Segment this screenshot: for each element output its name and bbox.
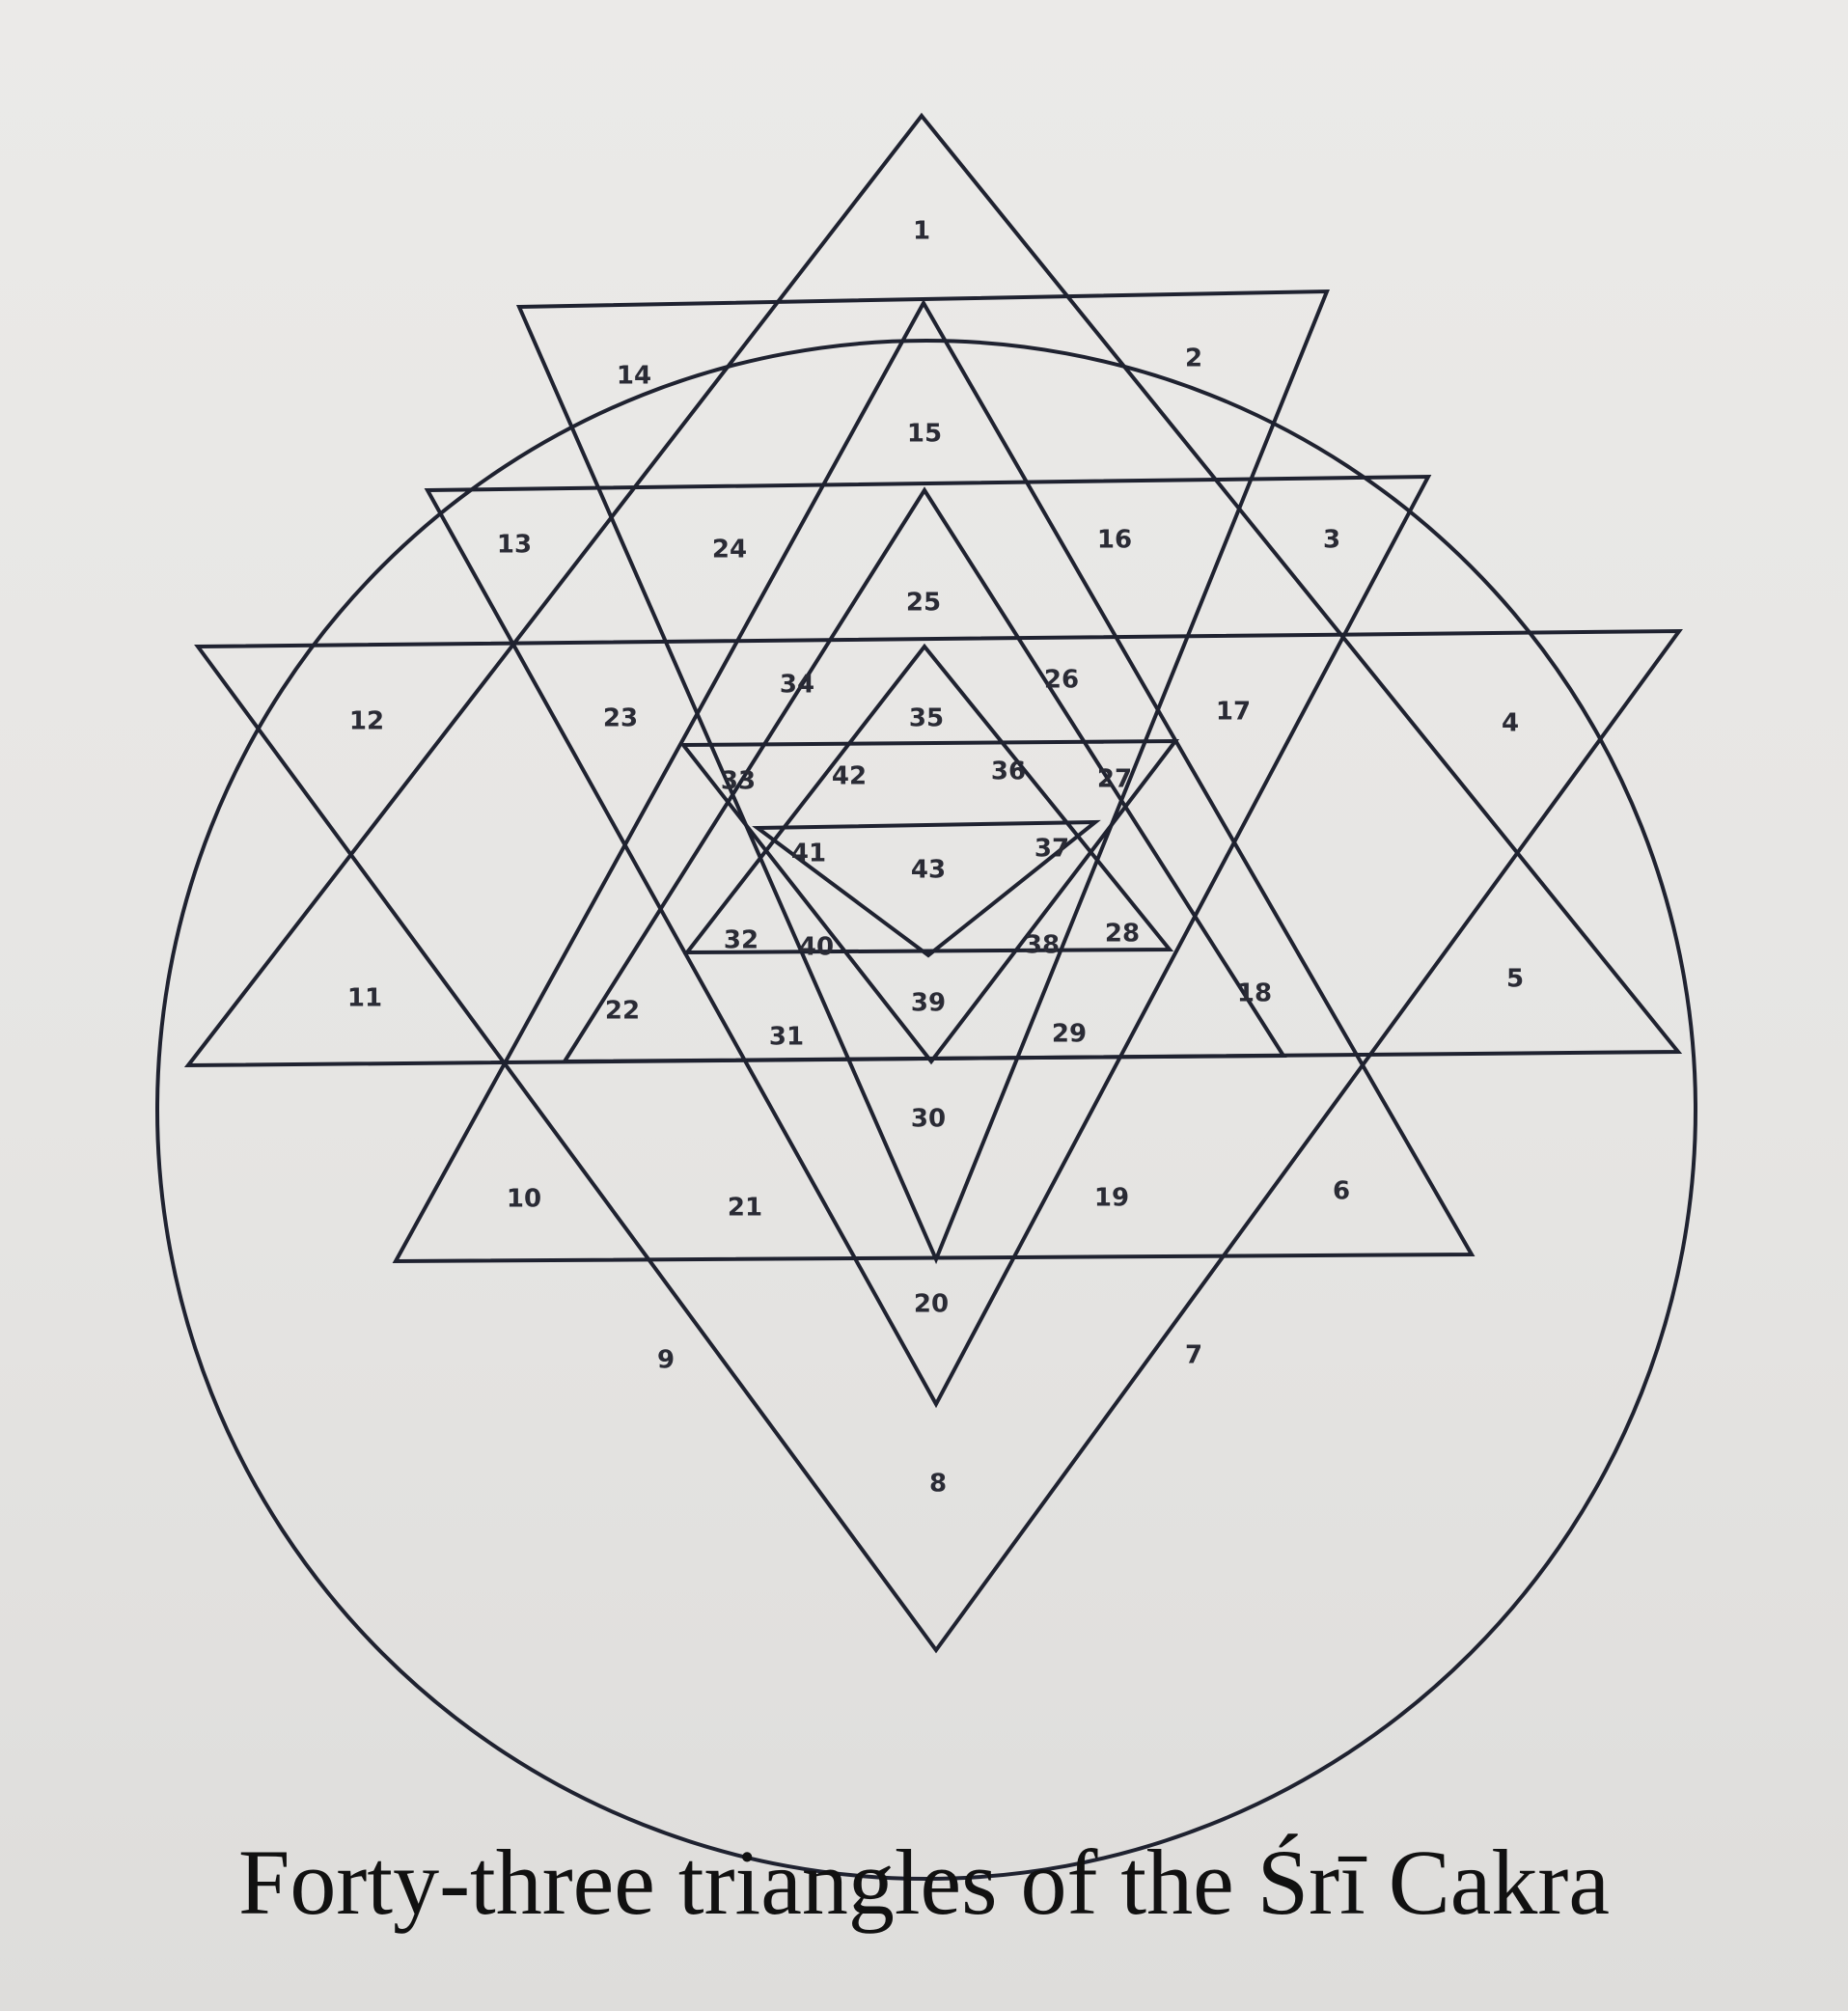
triangle-label-19: 19 (1094, 1184, 1129, 1213)
triangle-label-42: 42 (832, 762, 867, 791)
triangle-label-25: 25 (906, 589, 941, 618)
triangle-label-28: 28 (1105, 920, 1140, 949)
triangle-label-18: 18 (1237, 979, 1272, 1008)
triangle-label-14: 14 (617, 362, 651, 391)
triangle-downward-4 (678, 738, 1180, 1065)
triangle-label-32: 32 (724, 926, 759, 955)
triangle-label-12: 12 (349, 707, 384, 736)
triangle-label-8: 8 (929, 1470, 947, 1499)
triangle-label-21: 21 (728, 1194, 762, 1223)
outer-circle (155, 339, 1697, 1881)
triangle-label-30: 30 (911, 1105, 946, 1134)
triangle-label-33: 33 (721, 767, 756, 796)
triangle-label-22: 22 (605, 997, 640, 1026)
triangle-label-39: 39 (911, 989, 946, 1018)
triangle-label-29: 29 (1052, 1020, 1087, 1049)
triangle-label-13: 13 (497, 531, 532, 560)
triangle-label-15: 15 (907, 420, 942, 449)
triangle-label-9: 9 (657, 1346, 675, 1375)
triangle-label-40: 40 (799, 933, 834, 962)
triangle-label-41: 41 (791, 840, 826, 868)
triangle-label-36: 36 (991, 758, 1026, 786)
triangle-label-1: 1 (913, 217, 930, 246)
diagram-lines (155, 112, 1697, 1881)
triangle-label-34: 34 (780, 671, 814, 700)
triangle-label-11: 11 (347, 984, 382, 1013)
triangle-upward-4 (682, 643, 1174, 955)
triangle-label-31: 31 (769, 1023, 804, 1052)
triangle-label-5: 5 (1506, 965, 1524, 994)
figure-caption: Forty-three triangles of the Śrī Cakra (238, 1831, 1610, 1934)
triangle-upward-3 (561, 486, 1287, 1064)
triangle-label-43: 43 (911, 856, 946, 885)
triangle-label-37: 37 (1034, 835, 1069, 864)
triangle-label-23: 23 (603, 704, 638, 733)
triangle-label-20: 20 (914, 1290, 949, 1319)
triangle-label-24: 24 (712, 536, 747, 565)
triangle-labels: 1234567891011121314151617181920212223242… (347, 217, 1524, 1499)
triangle-label-7: 7 (1185, 1341, 1202, 1370)
triangle-label-27: 27 (1097, 765, 1132, 794)
triangle-label-16: 16 (1097, 526, 1132, 555)
triangle-label-4: 4 (1502, 709, 1519, 738)
triangle-downward-2 (424, 474, 1432, 1409)
triangle-label-3: 3 (1323, 526, 1340, 555)
triangle-label-10: 10 (507, 1185, 541, 1214)
triangle-label-6: 6 (1333, 1177, 1350, 1206)
triangle-downward-5 (752, 819, 1101, 958)
triangle-downward-1 (194, 628, 1683, 1654)
triangle-label-35: 35 (909, 704, 944, 733)
triangle-label-2: 2 (1185, 344, 1202, 373)
triangle-label-38: 38 (1025, 931, 1060, 960)
triangle-label-26: 26 (1044, 666, 1079, 695)
triangle-downward-3 (515, 289, 1330, 1265)
triangle-label-17: 17 (1216, 698, 1251, 727)
